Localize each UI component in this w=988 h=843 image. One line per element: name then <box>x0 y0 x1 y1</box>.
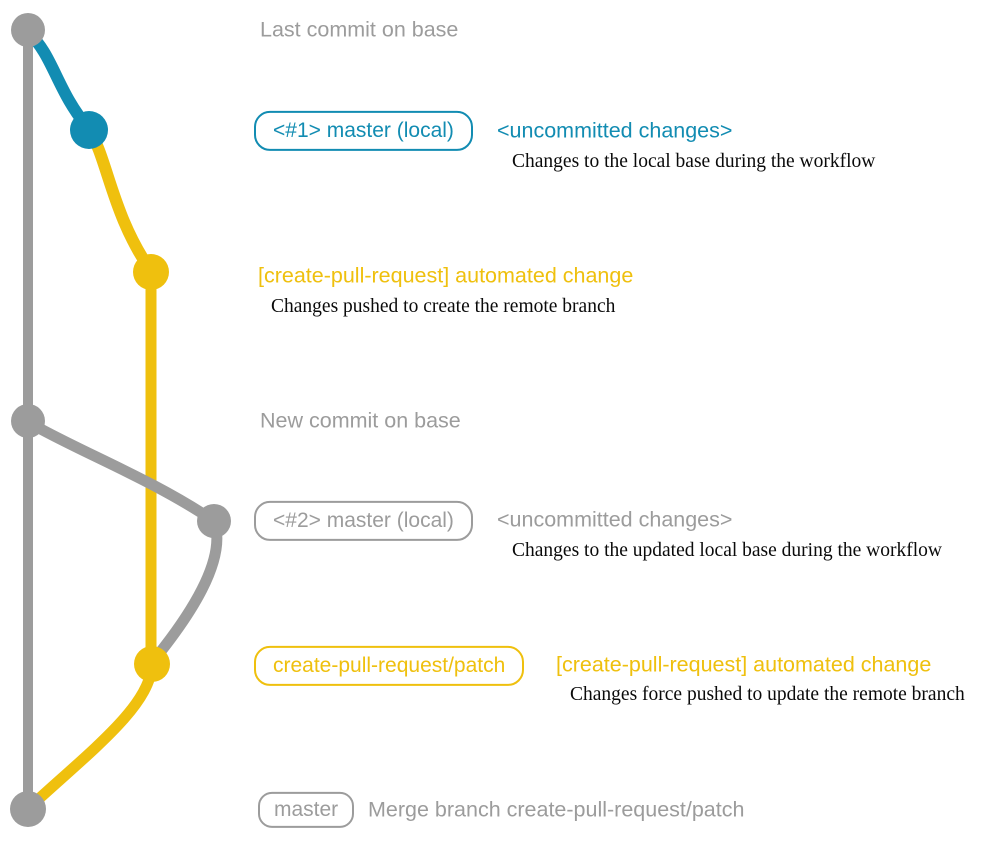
desc-updated-local-base-changes: Changes to the updated local base during… <box>512 540 942 561</box>
badge-create-pull-request-patch: create-pull-request/patch <box>254 645 525 687</box>
badge-master: master <box>258 791 355 829</box>
patch-merge-curve <box>25 659 158 812</box>
commit-dot-merge <box>10 791 46 827</box>
heading-automated-change-2: [create-pull-request] automated change <box>556 652 932 677</box>
commit-dot-base-last <box>11 13 45 47</box>
commit-dot-patch-2 <box>134 646 170 682</box>
commit-dot-local-2 <box>197 504 231 538</box>
desc-local-base-changes: Changes to the local base during the wor… <box>512 151 876 172</box>
patch-branch-curve-1 <box>83 123 157 277</box>
heading-automated-change-1: [create-pull-request] automated change <box>258 263 634 288</box>
note-last-commit-on-base: Last commit on base <box>260 17 459 42</box>
badge-master-local-1: <#1> master (local) <box>254 110 473 152</box>
heading-uncommitted-changes-2: <uncommitted changes> <box>497 507 733 532</box>
desc-changes-force-pushed: Changes force pushed to update the remot… <box>570 684 965 705</box>
commit-dot-base-new <box>11 404 45 438</box>
heading-uncommitted-changes-1: <uncommitted changes> <box>497 118 733 143</box>
commit-dot-patch-1 <box>133 254 169 290</box>
note-new-commit-on-base: New commit on base <box>260 408 461 433</box>
text-merge-branch: Merge branch create-pull-request/patch <box>368 797 745 822</box>
commit-dot-local-1 <box>70 111 108 149</box>
base-to-local-2-curve <box>22 416 220 527</box>
badge-master-local-2: <#2> master (local) <box>254 500 473 542</box>
local-2-to-patch-curve <box>148 515 223 666</box>
desc-changes-pushed: Changes pushed to create the remote bran… <box>271 296 616 317</box>
